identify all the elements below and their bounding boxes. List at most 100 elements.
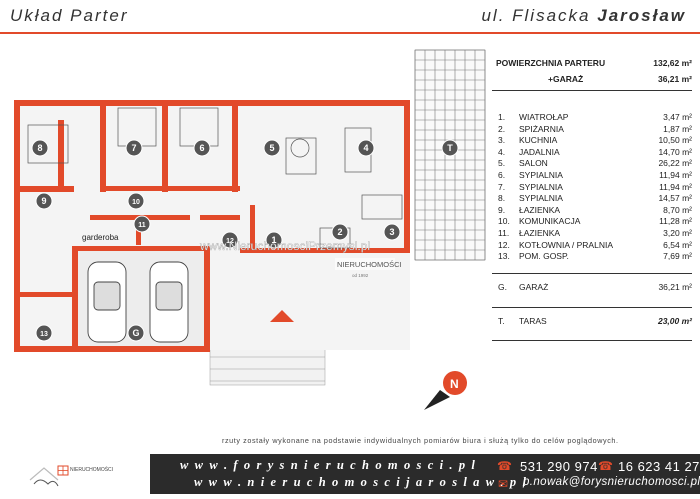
phone-icon: ☎ [598,459,613,473]
room-name: SALON [519,158,548,169]
room-number: 4. [498,146,506,157]
north-compass: N [424,371,467,410]
room-number: 13. [498,251,510,262]
room-name: KUCHNIA [519,135,558,146]
room-number: 3. [498,135,506,146]
room-badge-2: 2 [331,223,349,241]
svg-text:11: 11 [138,222,146,229]
svg-text:5: 5 [269,143,274,153]
room-name: SYPIALNIA [519,181,563,192]
walls [14,100,410,352]
room-area: 11,94 m² [659,170,692,180]
room-name: JADALNIA [519,146,560,157]
room-row: 4. JADALNIA 14,70 m² [492,147,692,158]
room-badge-T: T [441,139,459,157]
street: ul. Flisacka [481,6,591,25]
phone-icon: ☎ [497,459,512,473]
room-area: 3,20 m² [663,228,692,238]
room-badge-11: 11 [133,215,151,233]
garderoba-label: garderoba [82,233,119,242]
room-name: WIATROŁAP [519,112,569,122]
room-area: 14,70 m² [658,146,692,157]
city: Jarosław [597,6,686,25]
svg-text:1: 1 [271,235,276,245]
room-number: 11. [498,228,510,238]
room-number: 2. [498,123,506,134]
svg-text:6: 6 [199,143,204,153]
room-number: 10. [498,216,510,227]
room-area: 11,94 m² [659,181,692,192]
room-number: 5. [498,158,506,169]
address-title: ul. Flisacka Jarosław [481,6,686,26]
divider [492,273,692,274]
room-name: POM. GOSP. [519,251,569,262]
phone-1[interactable]: 531 290 974 [520,459,598,474]
svg-text:10: 10 [132,199,140,206]
north-letter: N [450,377,459,391]
room-badge-13: 13 [35,324,53,342]
room-badge-1: 1 [265,231,283,249]
room-areas-panel: POWIERZCHNIA PARTERU 132,62 m² +GARAŻ 36… [492,52,692,377]
room-row: 1. WIATROŁAP 3,47 m² [492,112,692,123]
room-name: KOTŁOWNIA / PRALNIA [519,239,613,250]
entrance-arrow [270,310,294,322]
room-area: 11,28 m² [659,216,692,227]
room-badge-9: 9 [35,192,53,210]
room-badge-3: 3 [383,223,401,241]
room-area: 14,57 m² [658,193,692,204]
divider [492,90,692,91]
room-row: 11. ŁAZIENKA 3,20 m² [492,228,692,239]
logo-text: NIERUCHOMOŚCI [70,467,114,473]
room-badge-G: G [127,324,145,342]
room-row: 13. POM. GOSP. 7,69 m² [492,251,692,262]
svg-text:8: 8 [37,143,42,153]
phone-2[interactable]: 16 623 41 27 [618,459,700,474]
page-title: Układ Parter [10,6,129,25]
website-link-1[interactable]: w w w . f o r y s n i e r u c h o m o s … [180,458,477,472]
room-name: SPIŻARNIA [519,123,564,134]
divider [492,340,692,341]
website-link-2[interactable]: w w w . n i e r u c h o m o s c i j a r … [194,475,528,489]
room-row: 7. SYPIALNIA 11,94 m² [492,182,692,193]
garage-sum-row: +GARAŻ 36,21 m² [548,74,692,84]
garage-row: G. GARAŻ 36,21 m² [498,282,692,292]
svg-text:12: 12 [226,238,234,245]
disclaimer-note: rzuty zostały wykonane na podstawie indy… [222,436,619,445]
room-badge-5: 5 [263,139,281,157]
area-row: POWIERZCHNIA PARTERU 132,62 m² [496,58,692,68]
svg-text:4: 4 [363,143,368,153]
agency-logo: NIERUCHOMOŚCI [0,450,150,494]
header-divider [0,32,700,34]
room-area: 6,54 m² [663,239,692,250]
room-number: 7. [498,181,506,192]
email-link[interactable]: p.nowak@forysnieruchomosci.pl [523,476,700,488]
room-name: ŁAZIENKA [519,204,561,215]
cars [87,261,189,343]
svg-text:9: 9 [41,196,46,206]
room-badge-6: 6 [193,139,211,157]
svg-text:T: T [447,143,453,153]
room-number: 6. [498,170,506,180]
room-badge-4: 4 [357,139,375,157]
room-name: ŁAZIENKA [519,228,561,238]
room-name: SYPIALNIA [519,193,563,204]
room-badge-7: 7 [125,139,143,157]
stamp-box [335,258,395,270]
room-area: 7,69 m² [663,251,692,262]
header: Układ Parter ul. Flisacka Jarosław [0,0,700,36]
mail-icon: ✉ [498,477,509,491]
room-number: 1. [498,112,506,122]
room-badge-8: 8 [31,139,49,157]
room-area: 3,47 m² [663,112,692,122]
stamp-text: NIERUCHOMOŚCI [337,260,402,269]
